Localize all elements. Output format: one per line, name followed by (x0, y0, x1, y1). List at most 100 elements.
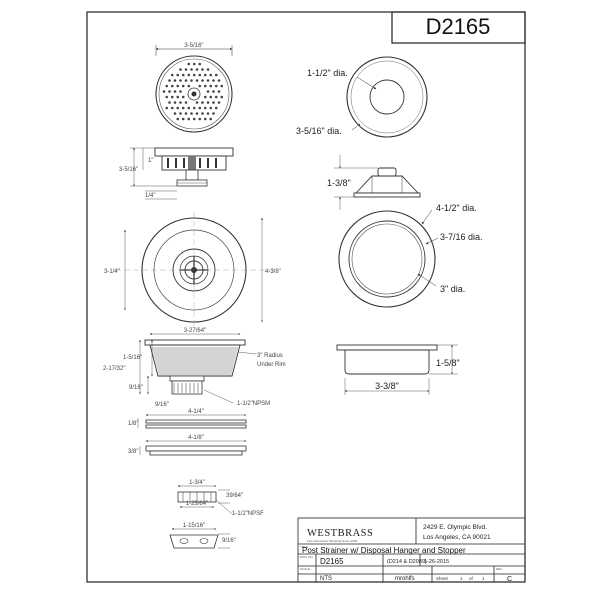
perforation-hole (192, 117, 196, 121)
perforation-hole (206, 90, 210, 93)
perforation-hole (198, 73, 202, 77)
perforation-hole (203, 117, 207, 121)
perforation-hole (201, 101, 204, 104)
perforation-hole (214, 95, 218, 99)
sheet-no: 1 (460, 576, 463, 581)
perforation-hole (192, 106, 196, 110)
perforation-hole (198, 62, 202, 66)
dim-basket-total-height: 3-5/16" (119, 167, 138, 173)
hanger-side-view (336, 344, 438, 375)
dwg-no-label: DWG NO (300, 555, 313, 559)
dim-body-top-width: 3-27/64" (184, 328, 206, 334)
perforation-hole (184, 68, 188, 71)
nut-side-view (177, 491, 217, 503)
perforation-hole (198, 84, 202, 88)
perforation-hole (214, 106, 218, 110)
perforation-hole (176, 84, 180, 88)
drawing-date: 1-26-2015 (424, 559, 449, 565)
dim-nut-height: 39/64" (226, 493, 243, 499)
dim-nut-width-top: 1-3/4" (189, 480, 205, 486)
perforation-hole (214, 84, 218, 88)
perforation-hole (192, 62, 196, 66)
perforation-hole (214, 73, 218, 77)
perforation-hole (181, 73, 185, 77)
company-address-1: 2429 E. Olympic Blvd. (423, 524, 487, 531)
perforation-hole (203, 106, 207, 110)
perforation-hole (190, 68, 193, 71)
dim-washer2-width: 4-1/8" (188, 435, 204, 441)
rev-label: REV (496, 567, 502, 571)
perforation-hole (176, 117, 180, 121)
perforation-hole (212, 112, 215, 115)
perforation-hole (203, 84, 207, 88)
drawn-by: mrohlfs (395, 576, 415, 582)
washer-1 (145, 419, 247, 429)
dim-strainer-top-width: 3-5/16" (184, 43, 203, 49)
perforation-hole (170, 106, 174, 110)
perforation-hole (220, 84, 224, 88)
perforation-hole (212, 79, 215, 82)
drawing-number-box: D2165 (391, 11, 526, 44)
perforation-hole (187, 62, 191, 66)
perforation-hole (162, 90, 166, 93)
perforation-hole (179, 101, 182, 104)
dim-hanger-outer-diameter: 4-1/2" dia. (436, 203, 477, 213)
dim-thread-gap: 9/16" (155, 402, 169, 408)
dim-stopper-height: 9/16" (222, 538, 236, 544)
dim-hanger-mid-diameter: 3-7/16 dia. (440, 232, 483, 242)
perforation-hole (168, 90, 171, 93)
perforation-hole (176, 106, 180, 110)
perforation-hole (192, 73, 196, 77)
perforation-hole (190, 79, 193, 82)
body-side-view (144, 339, 246, 395)
radius-note-line2: Under Rim (257, 362, 286, 368)
dim-basket-top-height: 1" (148, 158, 153, 164)
title-label: TITLE (300, 545, 308, 549)
perforation-hole (179, 79, 182, 82)
perforation-hole (209, 95, 213, 99)
dim-stopper-height-right: 1-3/8" (327, 178, 351, 188)
perforation-hole (170, 95, 174, 99)
strainer-top-view (155, 55, 233, 133)
perforation-hole (187, 106, 191, 110)
perforation-hole (212, 90, 215, 93)
radius-note-line1: 3" Radius (257, 353, 283, 359)
perforation-hole (181, 84, 185, 88)
perforation-hole (201, 68, 204, 71)
brand-name: WESTBRASS (307, 528, 373, 539)
perforation-hole (165, 95, 169, 99)
scale-label: SCALE (300, 567, 310, 571)
dim-body-height-upper: 1-5/16" (123, 355, 142, 361)
dim-stopper-width: 1-15/16" (183, 523, 205, 529)
perforation-hole (195, 112, 199, 115)
perforation-hole (187, 84, 191, 88)
perforation-hole (170, 84, 174, 88)
dim-hanger-height: 1-5/8" (436, 358, 460, 368)
perforation-hole (190, 112, 193, 115)
drawing-number: D2165 (426, 14, 491, 39)
perforation-hole (201, 112, 204, 115)
perforation-hole (187, 73, 191, 77)
perforation-hole (217, 90, 221, 93)
perforation-hole (206, 112, 210, 115)
perforation-hole (203, 73, 207, 77)
company-address-2: Los Angeles, CA 90021 (423, 534, 491, 541)
perforation-hole (165, 84, 169, 88)
perforation-hole (168, 79, 171, 82)
perforation-hole (181, 95, 185, 99)
sheet-of: of (469, 576, 474, 581)
dim-nut-width-bottom: 1-23/64" (186, 501, 208, 507)
perforation-hole (209, 84, 213, 88)
perforation-hole (179, 68, 182, 71)
perforation-hole (217, 101, 221, 104)
perforation-hole (195, 68, 199, 71)
perforation-hole (184, 101, 188, 104)
brand-tagline: Fine Decorative Plumbing Since 1930 (307, 539, 358, 543)
perforation-hole (198, 106, 202, 110)
dwg-no: D2165 (320, 557, 344, 566)
perforation-hole (173, 101, 177, 104)
dim-nut-thread-spec: 1-1/2"NPSF (232, 511, 264, 517)
perforation-hole (168, 101, 171, 104)
sheet-label: Sheet (436, 576, 449, 581)
